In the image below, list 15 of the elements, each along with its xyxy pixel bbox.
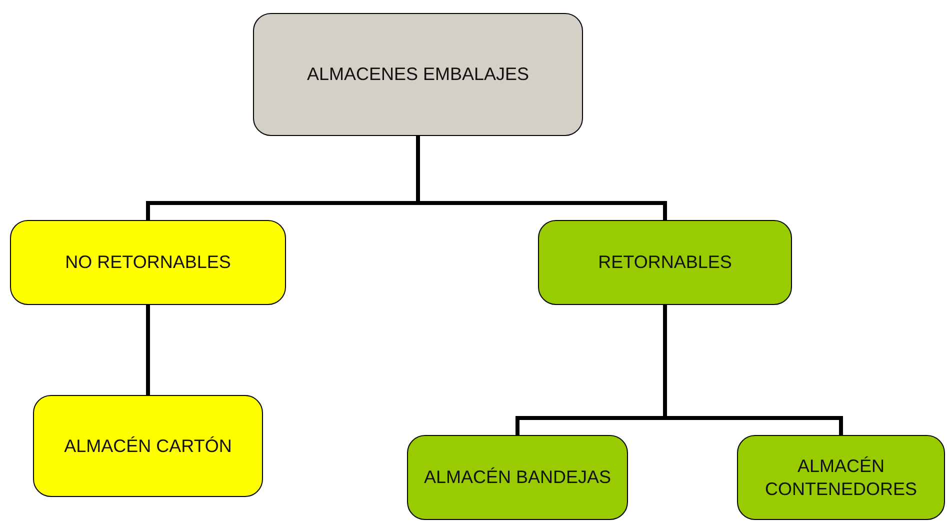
connector-line: [663, 305, 843, 435]
rounded-box: [253, 13, 583, 136]
rounded-box: [538, 220, 792, 305]
node-text: ALMACENES EMBALAJES: [306, 63, 530, 86]
rounded-box: [737, 435, 945, 520]
node-text: ALMACÉN BANDEJAS: [424, 466, 612, 489]
rounded-box: [33, 395, 263, 497]
node-text: ALMACÉN CARTÓN: [64, 434, 232, 458]
rounded-box: [407, 435, 628, 520]
node-text: NO RETORNABLES: [65, 251, 231, 274]
node-text: ALMACÉN CONTENEDORES: [764, 454, 918, 500]
connector-line: [416, 136, 667, 220]
node-text: RETORNABLES: [598, 251, 732, 274]
connector-line: [146, 305, 150, 395]
rounded-box: [10, 220, 286, 305]
